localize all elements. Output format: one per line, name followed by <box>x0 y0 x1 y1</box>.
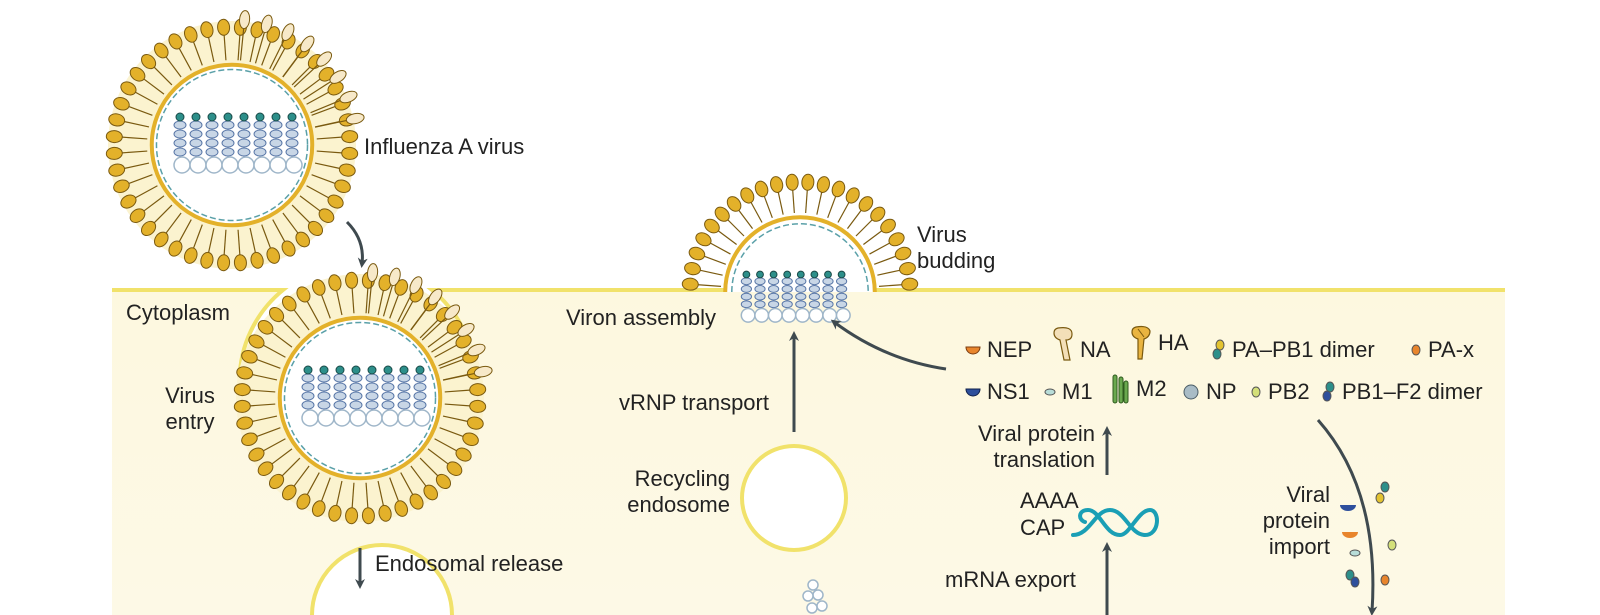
recycling-endosome <box>740 444 848 552</box>
poly-a-tail-label: AAAA <box>1020 488 1079 513</box>
legend-ns1: NS1 <box>965 379 1030 405</box>
assembly-arrow <box>830 319 947 371</box>
lipid-bilayer <box>681 173 919 291</box>
influenza-virus-label: Influenza A virus <box>364 134 525 159</box>
budding-virus <box>681 173 919 323</box>
influenza-virus-particle <box>105 10 365 272</box>
protein-import-arrow <box>1316 419 1378 615</box>
mrna-helix <box>1071 507 1159 538</box>
half-disc-icon <box>965 346 981 355</box>
legend-nep-label: NEP <box>987 337 1033 362</box>
legend-ha: HA <box>1130 325 1189 361</box>
vrnp-transport-label: vRNP transport <box>619 390 769 415</box>
legend-pa-x: PA-x <box>1410 337 1474 363</box>
legend-pa-pb1: PA–PB1 dimer <box>1212 337 1375 363</box>
vrnp-segments <box>740 270 851 323</box>
legend-na: NA <box>1052 325 1111 363</box>
cap-label: CAP <box>1020 515 1066 540</box>
surface-spikes <box>367 263 493 381</box>
half-disc-icon <box>965 388 981 397</box>
legend-pb2: PB2 <box>1250 379 1310 405</box>
legend-pb1-f2-label: PB1–F2 dimer <box>1342 379 1483 404</box>
cytoplasm-label: Cytoplasm <box>126 300 230 325</box>
mushroom-icon <box>1053 327 1073 361</box>
vrnp-segments <box>173 112 303 174</box>
legend-pa-pb1-label: PA–PB1 dimer <box>1232 337 1375 362</box>
legend-pb2-label: PB2 <box>1268 379 1310 404</box>
circle-icon <box>1183 384 1199 400</box>
lipid-bilayer <box>105 18 359 272</box>
legend-np: NP <box>1182 379 1237 405</box>
legend-np-label: NP <box>1206 379 1237 404</box>
oval-icon <box>1411 344 1421 356</box>
viral-protein-import-label: Viral protein import <box>1262 482 1330 559</box>
legend-m2-label: M2 <box>1136 376 1167 401</box>
surface-spikes <box>239 10 365 128</box>
legend-na-label: NA <box>1080 337 1111 362</box>
oval-icon <box>1251 386 1261 398</box>
legend-m1: M1 <box>1044 379 1093 405</box>
virus-entry-label: Virus entry <box>165 383 215 434</box>
endosomal-release-label: Endosomal release <box>375 551 564 576</box>
legend-m1-label: M1 <box>1062 379 1093 404</box>
viral-protein-translation-label: Viral protein translation <box>978 421 1095 472</box>
legend-m2: M2 <box>1110 373 1167 405</box>
vrnp-fragment <box>802 579 828 614</box>
mrna-export-label: mRNA export <box>945 567 1076 592</box>
dimer-icon <box>1212 339 1225 360</box>
imported-proteins <box>1340 481 1397 588</box>
entering-virus-particle <box>233 263 493 525</box>
viron-assembly-label: Viron assembly <box>566 305 716 330</box>
entry-arrow <box>345 220 368 268</box>
legend-ns1-label: NS1 <box>987 379 1030 404</box>
legend-pb1-f2: PB1–F2 dimer <box>1322 379 1483 405</box>
channel-icon <box>1112 374 1129 404</box>
virus-budding-label: Virus budding <box>917 222 996 273</box>
lipid-bilayer <box>233 271 487 525</box>
endosome-bottom <box>310 543 454 615</box>
legend-nep: NEP <box>965 337 1032 363</box>
vrnp-segments <box>301 365 431 427</box>
hemagglutinin-icon <box>1131 325 1151 360</box>
tiny-oval-icon <box>1044 388 1056 396</box>
dimer-icon <box>1322 381 1335 402</box>
legend-ha-label: HA <box>1158 330 1189 355</box>
legend-pa-x-label: PA-x <box>1428 337 1475 362</box>
recycling-endosome-label: Recycling endosome <box>627 466 730 517</box>
